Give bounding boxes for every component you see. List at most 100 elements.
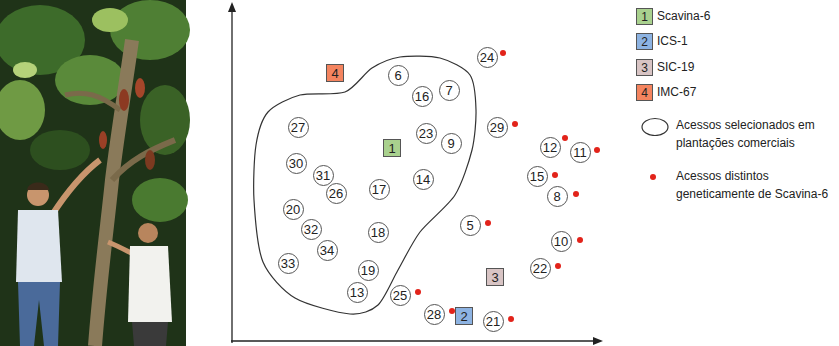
selection-outline [254, 56, 476, 314]
accession-circle: 11 [570, 142, 591, 163]
red-dot [573, 191, 579, 197]
foliage [92, 8, 128, 32]
red-dot [594, 147, 600, 153]
node-number: 27 [291, 121, 305, 134]
red-dot [500, 50, 506, 56]
accession-circle: 28 [424, 304, 445, 325]
node-number: 4 [331, 67, 338, 80]
foliage [13, 62, 37, 78]
node-number: 31 [316, 169, 330, 182]
node-number: 18 [371, 226, 385, 239]
node-number: 20 [286, 203, 300, 216]
foliage [132, 178, 188, 222]
accession-circle: 22 [530, 258, 551, 279]
outline-sample [642, 119, 668, 136]
node-number: 17 [372, 183, 386, 196]
legend-item: Acessos distintos geneticamente de Scavi… [636, 167, 836, 203]
red-dot [485, 220, 491, 226]
legend-swatch: 3 [636, 59, 653, 76]
man-head [138, 223, 158, 243]
node-number: 19 [361, 264, 375, 277]
node-number: 22 [533, 262, 547, 275]
node-number: 26 [329, 187, 343, 200]
accession-circle: 18 [368, 222, 389, 243]
accession-circle: 29 [487, 117, 508, 138]
accession-circle: 9 [441, 133, 462, 154]
legend-text: ICS-1 [657, 33, 817, 50]
accession-circle: 23 [416, 123, 437, 144]
legend-text: IMC-67 [657, 84, 817, 101]
man-jeans [18, 282, 60, 346]
accession-circle: 6 [388, 65, 409, 86]
tree-trunk [95, 40, 132, 346]
node-number: 24 [480, 51, 494, 64]
foliage [30, 130, 90, 170]
cacao-pod [135, 78, 145, 98]
node-number: 6 [394, 69, 401, 82]
accession-circle: 19 [358, 260, 379, 281]
legend-swatch: 2 [636, 33, 653, 50]
accession-circle: 20 [283, 199, 304, 220]
accession-circle: 31 [313, 165, 334, 186]
foliage [0, 80, 45, 140]
swatch-number: 2 [641, 36, 648, 48]
man-hair [27, 183, 49, 191]
accession-circle: 26 [326, 183, 347, 204]
cacao-pod [99, 131, 107, 149]
red-dot [555, 263, 561, 269]
accession-circle: 5 [460, 215, 481, 236]
red-dot [512, 121, 518, 127]
node-number: 21 [486, 315, 500, 328]
axis-arrow [593, 337, 603, 345]
accession-circle: 16 [412, 86, 433, 107]
accession-circle: 7 [439, 80, 460, 101]
axis-arrow [228, 2, 236, 12]
legend-text: Scavina-6 [657, 8, 817, 25]
x-axis [231, 340, 595, 341]
accession-circle: 27 [288, 117, 309, 138]
cacao-pod [119, 89, 129, 111]
foliage [110, 0, 190, 60]
swatch-number: 3 [641, 62, 648, 74]
node-number: 16 [415, 90, 429, 103]
tree-branch [112, 140, 175, 180]
legend-text: Acessos distintos geneticamente de Scavi… [676, 167, 836, 203]
node-number: 12 [543, 141, 557, 154]
accession-circle: 25 [390, 285, 411, 306]
node-number: 25 [393, 289, 407, 302]
legend-sample [636, 116, 676, 136]
node-number: 14 [416, 173, 430, 186]
legend-sample [636, 167, 676, 187]
legend-item: 4IMC-67 [636, 84, 817, 101]
node-number: 9 [447, 137, 454, 150]
accession-circle: 24 [477, 47, 498, 68]
legend-text: Acessos selecionados em plantações comer… [676, 116, 836, 152]
red-dot [449, 308, 455, 314]
red-dot [415, 289, 421, 295]
node-number: 11 [573, 146, 587, 159]
accession-circle: 15 [527, 166, 548, 187]
accession-circle: 17 [369, 179, 390, 200]
legend-item: 1 Scavina-6 [636, 8, 817, 25]
variety-square: 1 [383, 139, 401, 157]
node-number: 2 [460, 310, 467, 323]
foliage [55, 55, 125, 105]
node-number: 5 [466, 219, 473, 232]
cacao-pod [145, 150, 155, 170]
tree-branch [65, 93, 120, 110]
node-number: 7 [445, 84, 452, 97]
red-dot [508, 316, 514, 322]
accession-circle: 8 [547, 186, 568, 207]
node-number: 8 [553, 190, 560, 203]
variety-square: 2 [455, 307, 473, 325]
node-number: 29 [490, 121, 504, 134]
swatch-number: 1 [641, 11, 648, 23]
man-coat [128, 246, 172, 322]
legend-text: SIC-19 [657, 59, 817, 76]
red-dot [552, 172, 558, 178]
red-dot [562, 135, 568, 141]
man-arm [52, 160, 100, 215]
accession-circle: 13 [347, 282, 368, 303]
node-number: 10 [554, 235, 568, 248]
accession-circle: 14 [413, 169, 434, 190]
